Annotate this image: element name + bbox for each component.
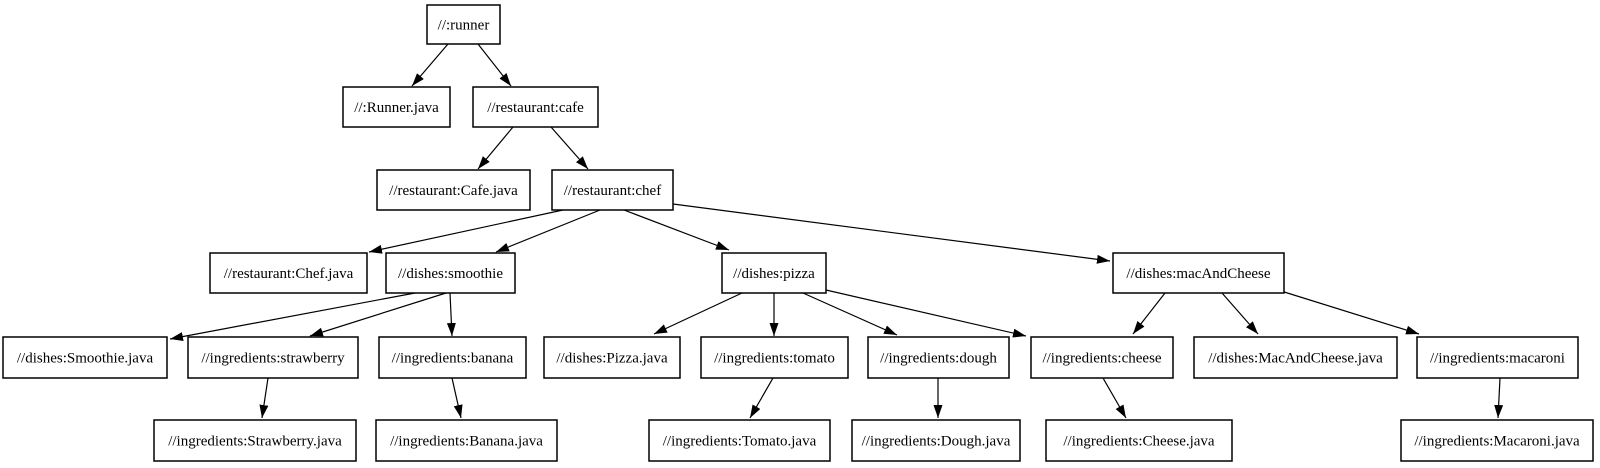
node-label-banana_java: //ingredients:Banana.java bbox=[390, 434, 543, 450]
node-box-banana bbox=[378, 336, 527, 379]
node-box-runner bbox=[426, 4, 501, 45]
graph-node-smoothie: //dishes:smoothie bbox=[385, 252, 516, 294]
node-box-cafe_java bbox=[376, 169, 531, 211]
edge-mac_and_cheese-to-macaroni bbox=[1280, 290, 1420, 335]
node-label-runner: //:runner bbox=[438, 18, 490, 34]
edge-chef-to-chef_java bbox=[368, 209, 564, 254]
node-box-strawberry bbox=[187, 336, 359, 379]
node-box-smoothie bbox=[385, 252, 516, 294]
node-label-dough_java: //ingredients:Dough.java bbox=[862, 434, 1011, 450]
node-label-pizza_java: //dishes:Pizza.java bbox=[556, 351, 668, 367]
graph-node-cheese_java: //ingredients:Cheese.java bbox=[1045, 419, 1233, 462]
graph-node-macaroni: //ingredients:macaroni bbox=[1416, 336, 1579, 379]
edge-pizza-to-pizza_java bbox=[653, 292, 743, 335]
node-box-runner_java bbox=[342, 86, 451, 128]
node-box-dough_java bbox=[851, 419, 1021, 462]
graph-node-pizza: //dishes:pizza bbox=[721, 252, 827, 294]
edge-macaroni-to-macaroni_java bbox=[1494, 377, 1504, 419]
node-label-smoothie_java: //dishes:Smoothie.java bbox=[17, 351, 154, 367]
node-box-macaroni bbox=[1416, 336, 1579, 379]
edge-chef-to-smoothie bbox=[495, 209, 601, 253]
node-box-smoothie_java bbox=[2, 336, 168, 379]
node-box-pizza bbox=[721, 252, 827, 294]
edge-mac_and_cheese-to-mac_and_cheese_java bbox=[1221, 292, 1259, 335]
graph-node-runner: //:runner bbox=[426, 4, 501, 45]
node-box-tomato bbox=[700, 336, 849, 379]
node-label-runner_java: //:Runner.java bbox=[354, 100, 439, 116]
node-box-banana_java bbox=[375, 419, 558, 462]
node-label-cafe_java: //restaurant:Cafe.java bbox=[389, 183, 518, 199]
edge-banana-to-banana_java bbox=[451, 377, 463, 419]
node-label-mac_and_cheese: //dishes:macAndCheese bbox=[1126, 266, 1270, 282]
node-box-macaroni_java bbox=[1400, 419, 1594, 462]
edge-smoothie-to-smoothie_java bbox=[169, 292, 416, 342]
node-label-smoothie: //dishes:smoothie bbox=[398, 266, 503, 282]
graph-node-chef: //restaurant:chef bbox=[551, 169, 674, 211]
graph-nodes: //:runner //:Runner.java //restaurant:cafe… bbox=[2, 4, 1594, 462]
node-label-cheese_java: //ingredients:Cheese.java bbox=[1063, 434, 1215, 450]
node-label-pizza: //dishes:pizza bbox=[733, 266, 815, 282]
node-label-dough: //ingredients:dough bbox=[880, 351, 997, 367]
node-label-tomato_java: //ingredients:Tomato.java bbox=[663, 434, 817, 450]
node-box-mac_and_cheese_java bbox=[1193, 336, 1398, 379]
node-box-cheese_java bbox=[1045, 419, 1233, 462]
node-label-chef_java: //restaurant:Chef.java bbox=[224, 266, 354, 282]
graph-node-cafe_java: //restaurant:Cafe.java bbox=[376, 169, 531, 211]
edge-smoothie-to-strawberry bbox=[309, 292, 447, 337]
graph-node-tomato_java: //ingredients:Tomato.java bbox=[648, 419, 831, 462]
graph-node-smoothie_java: //dishes:Smoothie.java bbox=[2, 336, 168, 379]
edge-chef-to-mac_and_cheese bbox=[672, 203, 1111, 264]
graph-node-mac_and_cheese: //dishes:macAndCheese bbox=[1112, 252, 1285, 294]
edge-runner-to-runner_java bbox=[411, 43, 449, 87]
edge-chef-to-pizza bbox=[623, 209, 730, 251]
graph-node-chef_java: //restaurant:Chef.java bbox=[209, 252, 368, 294]
edge-cafe-to-chef bbox=[550, 126, 589, 170]
graph-node-tomato: //ingredients:tomato bbox=[700, 336, 849, 379]
node-box-mac_and_cheese bbox=[1112, 252, 1285, 294]
node-box-pizza_java bbox=[543, 336, 681, 379]
edge-cafe-to-cafe_java bbox=[477, 126, 514, 170]
edge-runner-to-cafe bbox=[477, 43, 512, 87]
edge-cheese-to-cheese_java bbox=[1102, 377, 1127, 419]
edge-mac_and_cheese-to-cheese bbox=[1132, 292, 1166, 335]
edge-pizza-to-cheese bbox=[825, 289, 1027, 338]
edge-strawberry-to-strawberry_java bbox=[259, 377, 269, 419]
graph-node-strawberry: //ingredients:strawberry bbox=[187, 336, 359, 379]
node-box-cafe bbox=[472, 86, 599, 128]
edge-smoothie-to-banana bbox=[446, 292, 456, 337]
graph-node-macaroni_java: //ingredients:Macaroni.java bbox=[1400, 419, 1594, 462]
graph-node-cafe: //restaurant:cafe bbox=[472, 86, 599, 128]
graph-edges bbox=[169, 43, 1504, 419]
node-box-strawberry_java bbox=[153, 419, 357, 462]
graph-node-banana_java: //ingredients:Banana.java bbox=[375, 419, 558, 462]
node-label-strawberry_java: //ingredients:Strawberry.java bbox=[168, 434, 342, 450]
graph-node-banana: //ingredients:banana bbox=[378, 336, 527, 379]
node-label-banana: //ingredients:banana bbox=[392, 351, 514, 367]
edge-tomato-to-tomato_java bbox=[749, 377, 774, 419]
node-label-cafe: //restaurant:cafe bbox=[487, 100, 584, 116]
node-label-macaroni: //ingredients:macaroni bbox=[1430, 351, 1565, 367]
graph-node-runner_java: //:Runner.java bbox=[342, 86, 451, 128]
graph-node-cheese: //ingredients:cheese bbox=[1030, 336, 1174, 379]
graph-node-dough_java: //ingredients:Dough.java bbox=[851, 419, 1021, 462]
node-box-chef bbox=[551, 169, 674, 211]
node-box-dough bbox=[867, 336, 1010, 379]
graph-node-mac_and_cheese_java: //dishes:MacAndCheese.java bbox=[1193, 336, 1398, 379]
node-box-chef_java bbox=[209, 252, 368, 294]
node-label-cheese: //ingredients:cheese bbox=[1042, 351, 1161, 367]
graph-node-dough: //ingredients:dough bbox=[867, 336, 1010, 379]
graph-node-strawberry_java: //ingredients:Strawberry.java bbox=[153, 419, 357, 462]
node-box-cheese bbox=[1030, 336, 1174, 379]
node-label-strawberry: //ingredients:strawberry bbox=[201, 351, 345, 367]
graph-node-pizza_java: //dishes:Pizza.java bbox=[543, 336, 681, 379]
node-label-chef: //restaurant:chef bbox=[564, 183, 661, 199]
edge-pizza-to-dough bbox=[802, 292, 898, 336]
node-label-macaroni_java: //ingredients:Macaroni.java bbox=[1414, 434, 1580, 450]
node-label-mac_and_cheese_java: //dishes:MacAndCheese.java bbox=[1208, 351, 1383, 367]
node-box-tomato_java bbox=[648, 419, 831, 462]
node-label-tomato: //ingredients:tomato bbox=[714, 351, 835, 367]
